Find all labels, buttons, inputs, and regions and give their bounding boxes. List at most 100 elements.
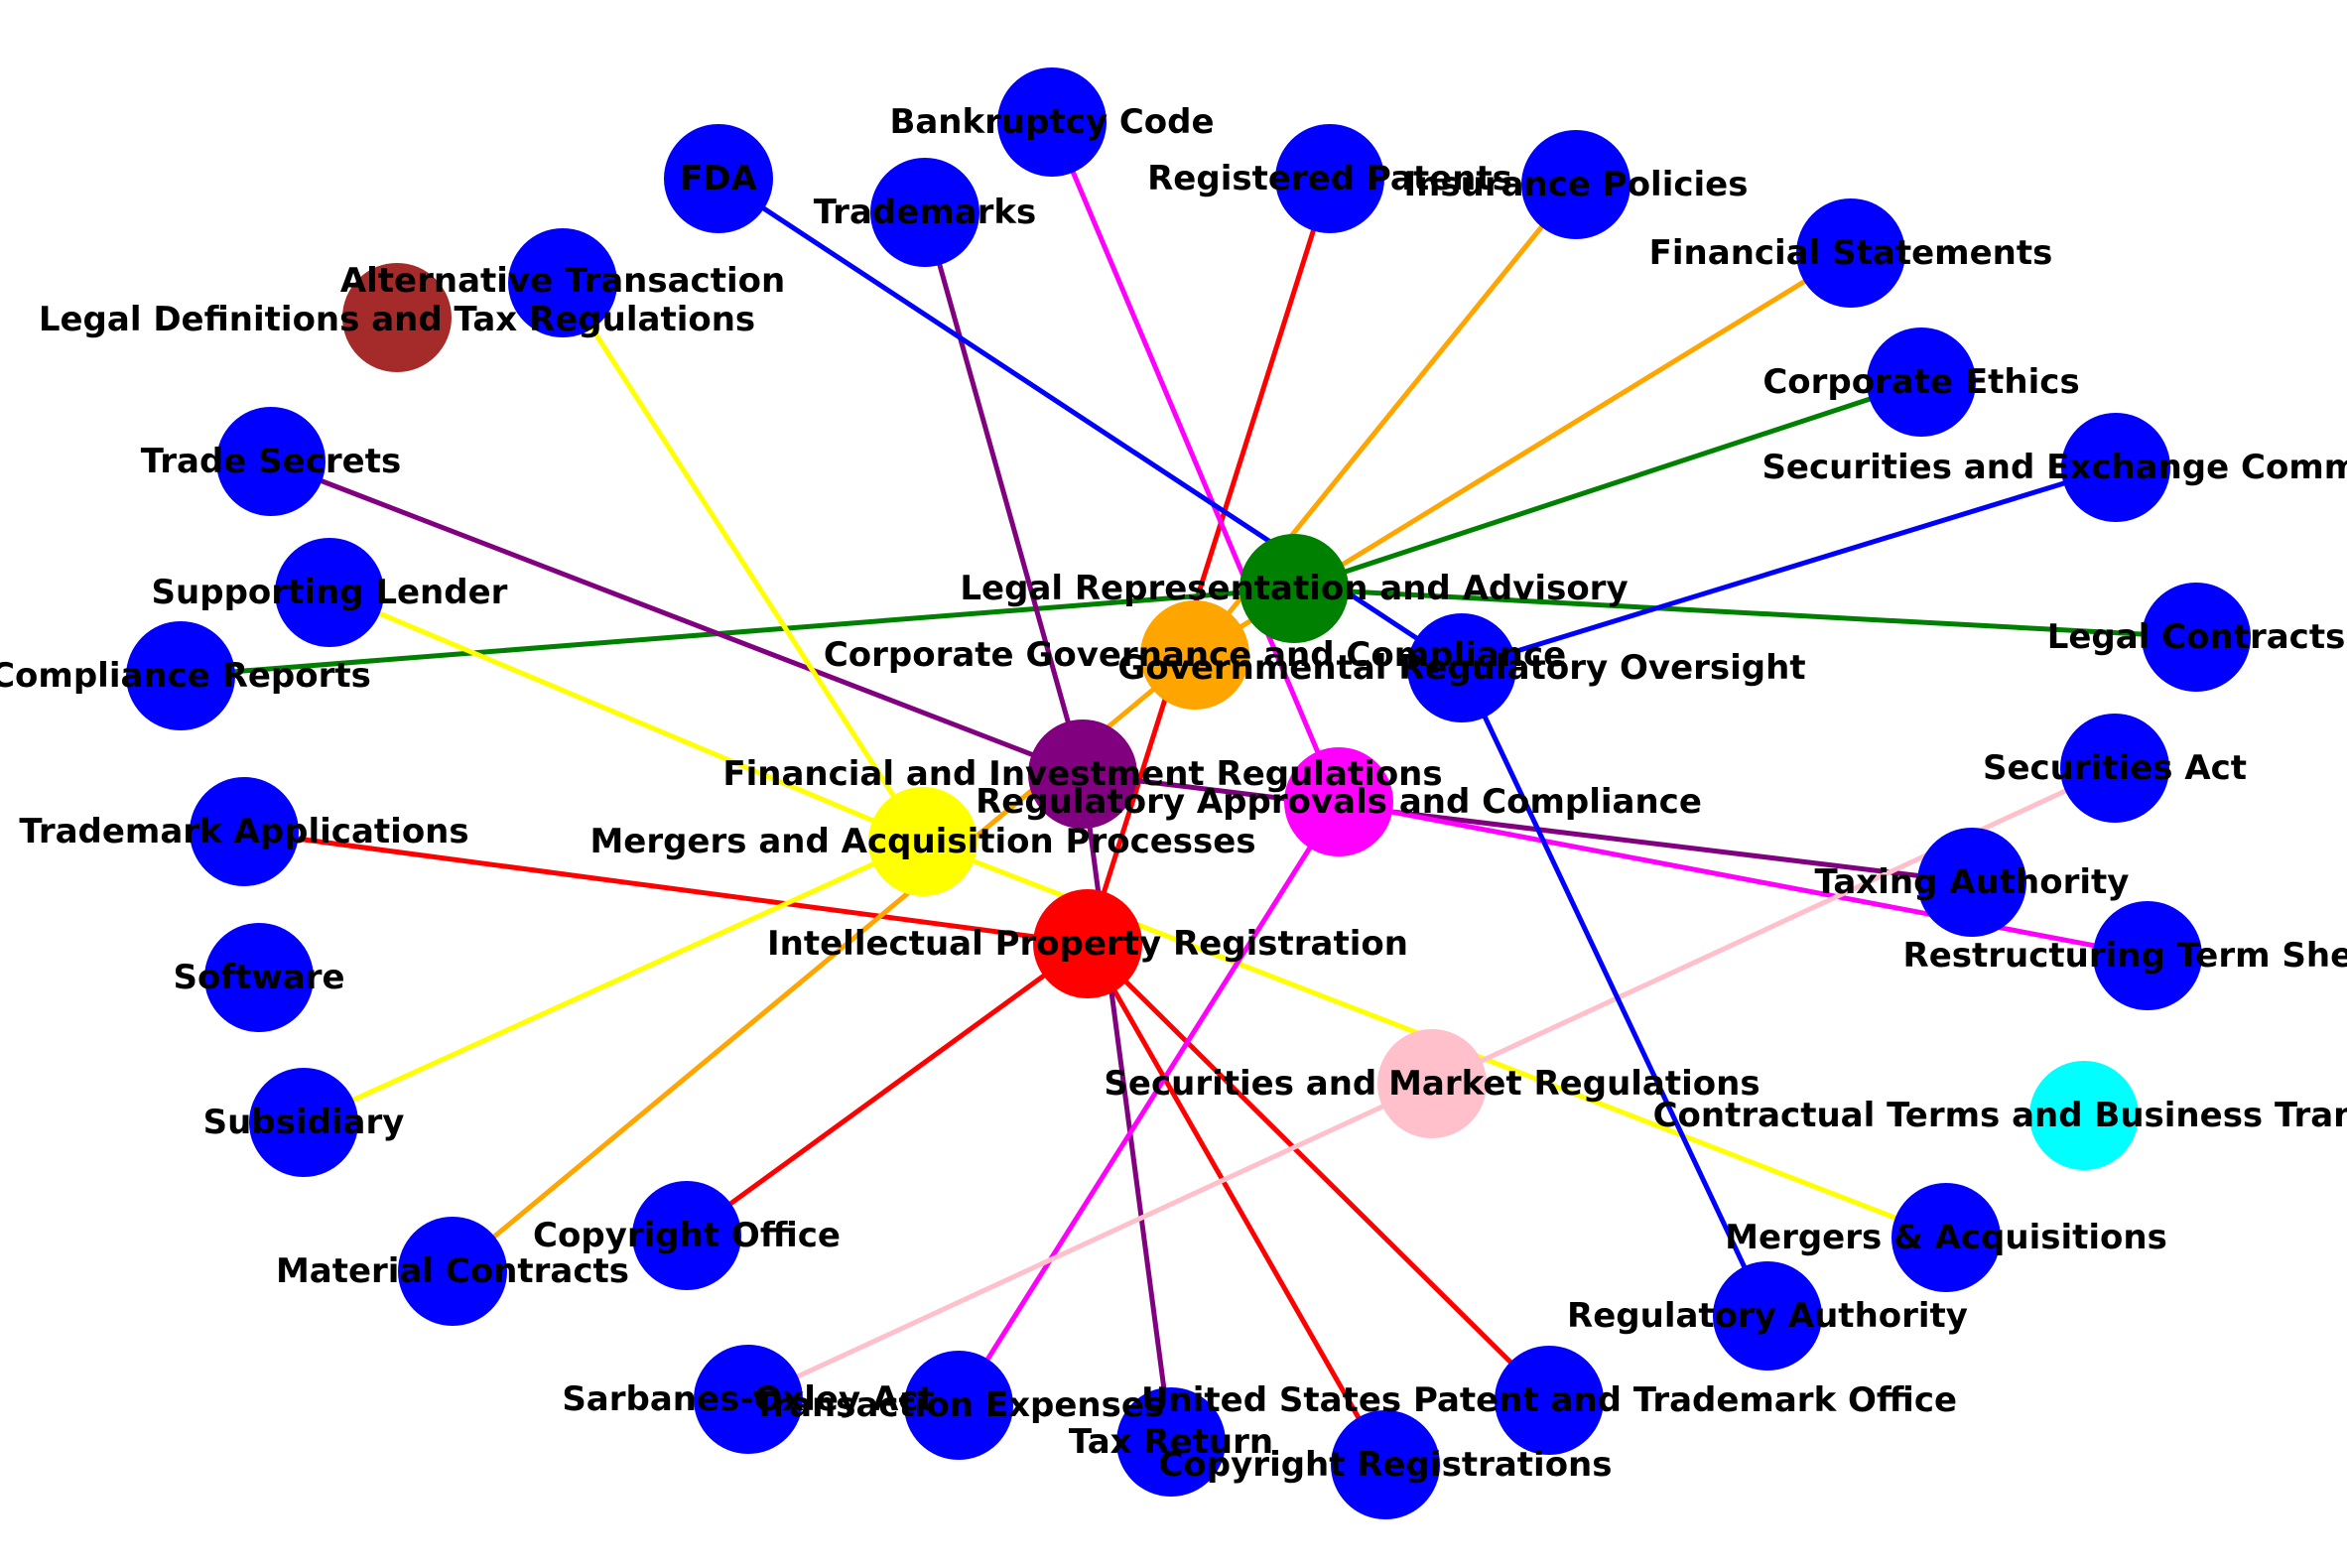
edge-smr-secact xyxy=(1430,765,2117,1087)
node-label-cgc: Corporate Governance and Compliance xyxy=(824,635,1566,675)
node-insurance xyxy=(1521,130,1630,239)
node-lender xyxy=(275,538,384,647)
node-taxauth xyxy=(1917,828,2026,937)
node-label-bankruptcy: Bankruptcy Code xyxy=(889,102,1214,142)
node-ma xyxy=(1891,1183,2001,1292)
node-label-gro: Governmental Regulatory Oversight xyxy=(1117,648,1805,688)
node-restructuring xyxy=(2093,901,2202,1010)
node-label-copyreg: Copyright Registrations xyxy=(1158,1445,1612,1485)
node-smr xyxy=(1377,1029,1487,1138)
node-rac xyxy=(1284,747,1393,856)
node-compliance xyxy=(126,621,235,730)
node-gro xyxy=(1407,613,1516,722)
edge-ipr-tmapps xyxy=(243,829,1089,947)
edge-rac-bankruptcy xyxy=(1049,121,1342,803)
node-regauth xyxy=(1713,1261,1822,1371)
node-secact xyxy=(2060,714,2169,823)
node-label-tradesecrets: Trade Secrets xyxy=(141,442,401,481)
node-label-tmapps: Trademark Applications xyxy=(19,812,468,851)
node-label-restructuring: Restructuring Term Sheet xyxy=(1903,936,2347,976)
node-label-sox: Sarbanes-Oxley Act xyxy=(562,1379,934,1419)
node-label-regauth: Regulatory Authority xyxy=(1567,1296,1968,1336)
node-taxreturn xyxy=(1116,1387,1226,1497)
node-ipr xyxy=(1033,889,1142,998)
node-transexp xyxy=(904,1351,1013,1460)
edge-fir-taxreturn xyxy=(1080,773,1174,1443)
node-label-copyoffice: Copyright Office xyxy=(533,1216,841,1255)
node-bankruptcy xyxy=(997,67,1107,177)
node-label-trademarks: Trademarks xyxy=(814,193,1037,232)
labels-layer: Intellectual Property Registration Legal … xyxy=(0,102,2347,1485)
node-material xyxy=(398,1217,507,1326)
node-label-sec: Securities and Exchange Commission xyxy=(1761,448,2347,487)
node-patents xyxy=(1275,124,1384,233)
node-legalcontracts xyxy=(2142,583,2251,692)
node-label-fda: FDA xyxy=(680,159,757,198)
node-label-uspto: United States Patent and Trademark Offic… xyxy=(1141,1380,1957,1420)
edge-lra-legalcontracts xyxy=(1293,586,2197,640)
node-label-lra: Legal Representation and Advisory xyxy=(960,569,1628,608)
edge-maa-lender xyxy=(328,589,924,845)
edge-maa-alttrans xyxy=(560,281,926,844)
node-label-insurance: Insurance Policies xyxy=(1404,165,1749,204)
node-finstat xyxy=(1796,198,1905,308)
edge-maa-subsidiary xyxy=(302,839,925,1125)
node-label-rac: Regulatory Approvals and Compliance xyxy=(976,782,1702,822)
node-label-maa: Mergers and Acquisition Processes xyxy=(589,822,1255,861)
node-label-ldt: Legal Definitions and Tax Regulations xyxy=(39,300,755,339)
nodes-layer xyxy=(126,67,2251,1519)
node-label-fir: Financial and Investment Regulations xyxy=(722,754,1442,794)
edge-ipr-copyreg xyxy=(1085,942,1388,1467)
edge-lra-compliance xyxy=(180,586,1295,679)
node-label-compliance: Compliance Reports xyxy=(0,656,371,696)
node-label-legalcontracts: Legal Contracts xyxy=(2047,617,2346,657)
node-label-software: Software xyxy=(173,958,344,997)
node-tmapps xyxy=(190,777,299,886)
node-lra xyxy=(1239,534,1349,643)
node-ctb xyxy=(2029,1061,2139,1170)
node-label-taxauth: Taxing Authority xyxy=(1815,862,2130,902)
node-ethics xyxy=(1867,327,1976,437)
node-sec xyxy=(2061,413,2170,522)
node-label-alttrans: Alternative Transaction xyxy=(340,261,785,301)
edge-fir-taxauth xyxy=(1082,771,1973,885)
node-label-lender: Supporting Lender xyxy=(152,573,508,612)
node-alttrans xyxy=(508,228,617,337)
edge-gro-regauth xyxy=(1459,666,1770,1318)
node-label-material: Material Contracts xyxy=(276,1251,629,1291)
node-cgc xyxy=(1140,600,1249,710)
node-label-patents: Registered Patents xyxy=(1147,159,1512,198)
edge-ipr-copyoffice xyxy=(685,941,1090,1239)
node-maa xyxy=(868,787,978,896)
node-label-subsidiary: Subsidiary xyxy=(203,1103,405,1142)
node-uspto xyxy=(1495,1346,1604,1455)
node-ldt xyxy=(342,263,452,372)
node-label-ma: Mergers & Acquisitions xyxy=(1725,1218,2167,1257)
node-fir xyxy=(1028,719,1137,829)
node-tradesecrets xyxy=(216,407,326,516)
node-sox xyxy=(694,1345,803,1454)
node-label-ipr: Intellectual Property Registration xyxy=(767,924,1408,964)
node-label-taxreturn: Tax Return xyxy=(1069,1422,1273,1462)
node-software xyxy=(204,923,314,1032)
node-label-secact: Securities Act xyxy=(1983,748,2247,788)
edge-smr-sox xyxy=(746,1081,1434,1402)
edge-gro-sec xyxy=(1461,464,2117,671)
edge-fir-tradesecrets xyxy=(270,458,1084,777)
edge-rac-restructuring xyxy=(1338,799,2149,959)
node-subsidiary xyxy=(249,1068,358,1177)
edge-ipr-uspto xyxy=(1086,942,1551,1402)
node-label-finstat: Financial Statements xyxy=(1649,233,2053,273)
node-fda xyxy=(664,124,773,233)
edge-fir-trademarks xyxy=(922,211,1086,775)
node-copyreg xyxy=(1331,1410,1440,1519)
edge-ipr-patents xyxy=(1085,178,1333,945)
node-copyoffice xyxy=(632,1181,741,1290)
edge-rac-transexp xyxy=(956,800,1342,1407)
node-label-ethics: Corporate Ethics xyxy=(1762,362,2079,402)
node-trademarks xyxy=(870,158,979,267)
node-label-transexp: Transaction Expenses xyxy=(753,1385,1164,1425)
edge-lra-ethics xyxy=(1293,379,1922,591)
node-label-smr: Securities and Market Regulations xyxy=(1104,1064,1760,1104)
